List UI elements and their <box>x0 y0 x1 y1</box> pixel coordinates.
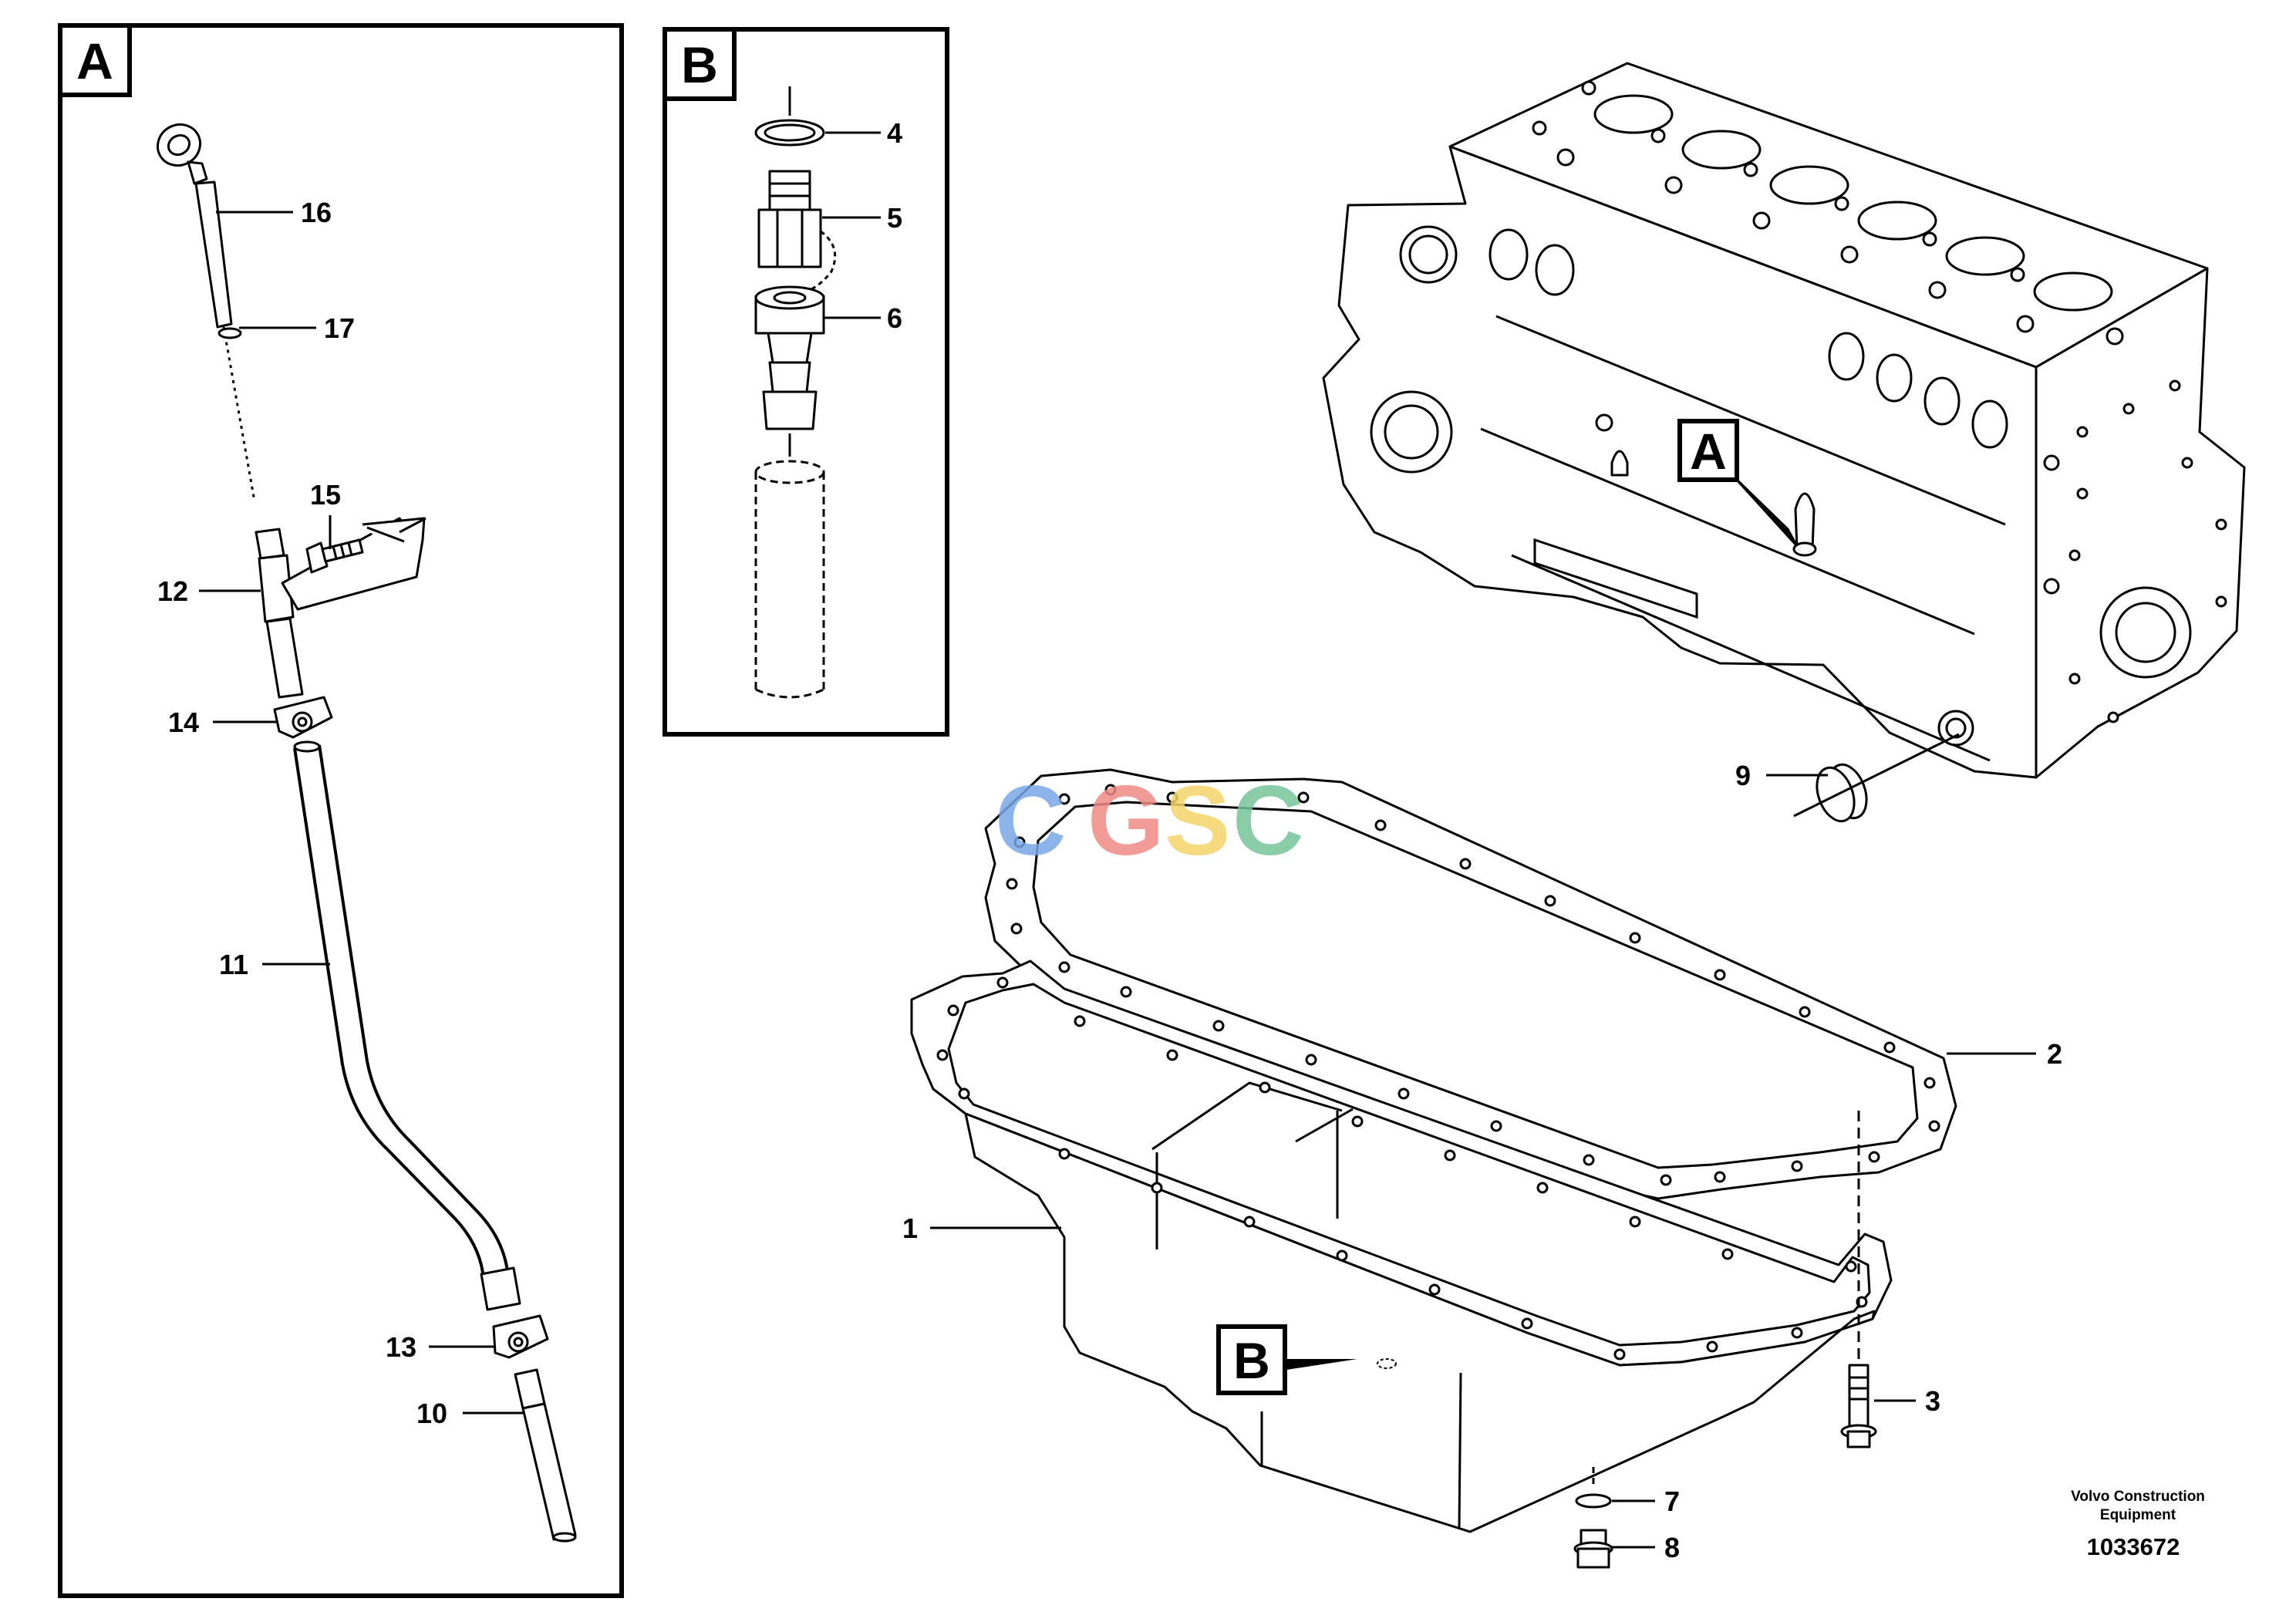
guide-tube <box>293 740 521 1311</box>
watermark-letter: S <box>1165 766 1230 876</box>
callout-a-label: A <box>1690 423 1727 480</box>
label-17: 17 <box>324 312 355 344</box>
label-6: 6 <box>887 302 902 334</box>
brand-line-1: Volvo Construction <box>2071 1489 2205 1505</box>
drain-plug: 7 8 <box>1573 1467 1680 1569</box>
label-15: 15 <box>310 479 341 511</box>
footer: Volvo Construction Equipment 1033672 <box>2071 1489 2205 1560</box>
drain-hose <box>754 460 825 699</box>
label-9: 9 <box>1735 760 1751 791</box>
label-2: 2 <box>2047 1038 2062 1070</box>
panel-a: A <box>58 23 624 1598</box>
dipstick <box>156 123 256 502</box>
pan-bolt-holes <box>936 976 1868 1361</box>
cylinder-bores <box>1593 94 2113 312</box>
lower-tube <box>514 1368 577 1543</box>
label-8: 8 <box>1664 1532 1680 1563</box>
hose-clamp-upper <box>273 696 333 739</box>
watermark-letter: C <box>1232 766 1303 876</box>
drain-plug-seal <box>1575 1493 1612 1509</box>
label-11: 11 <box>219 949 248 980</box>
hose-fitting <box>754 285 825 430</box>
head-bolt-holes <box>1532 80 2124 346</box>
drain-valve <box>757 170 837 292</box>
cgsc-watermark-logo: C G S C <box>995 766 1303 876</box>
label-1: 1 <box>902 1212 918 1244</box>
label-13: 13 <box>386 1331 416 1363</box>
panel-b: B <box>663 27 949 737</box>
callout-b-label: B <box>1233 1332 1270 1389</box>
rear-seal: 9 <box>1735 733 1960 823</box>
label-14: 14 <box>168 706 199 738</box>
gasket-bolt-holes <box>1006 784 1940 1186</box>
guide-tube-upper <box>255 517 426 699</box>
hose-clamp-lower <box>492 1314 549 1359</box>
label-4: 4 <box>887 117 902 149</box>
label-16: 16 <box>301 197 332 228</box>
label-7: 7 <box>1664 1485 1680 1517</box>
callout-b: B <box>1216 1324 1397 1395</box>
engine-block <box>1322 62 2246 779</box>
bracket-bolt <box>305 538 364 574</box>
panel-a-label: A <box>76 32 113 89</box>
callout-a: A <box>1677 419 1799 548</box>
label-5: 5 <box>887 202 902 234</box>
rear-face-holes <box>2043 379 2227 723</box>
panel-b-label: B <box>681 36 718 93</box>
label-3: 3 <box>1925 1385 1940 1417</box>
watermark-letter: G <box>1087 766 1165 876</box>
document-number: 1033672 <box>2087 1533 2180 1560</box>
label-10: 10 <box>416 1398 447 1429</box>
oil-pan-bolt: 3 <box>1840 1111 1940 1448</box>
watermark-letter: C <box>995 766 1066 876</box>
oil-pan-gasket: 2 <box>984 768 2062 1200</box>
oil-pan: 1 <box>902 959 1893 1533</box>
label-12: 12 <box>157 575 188 607</box>
brand-line-2: Equipment <box>2100 1507 2176 1523</box>
